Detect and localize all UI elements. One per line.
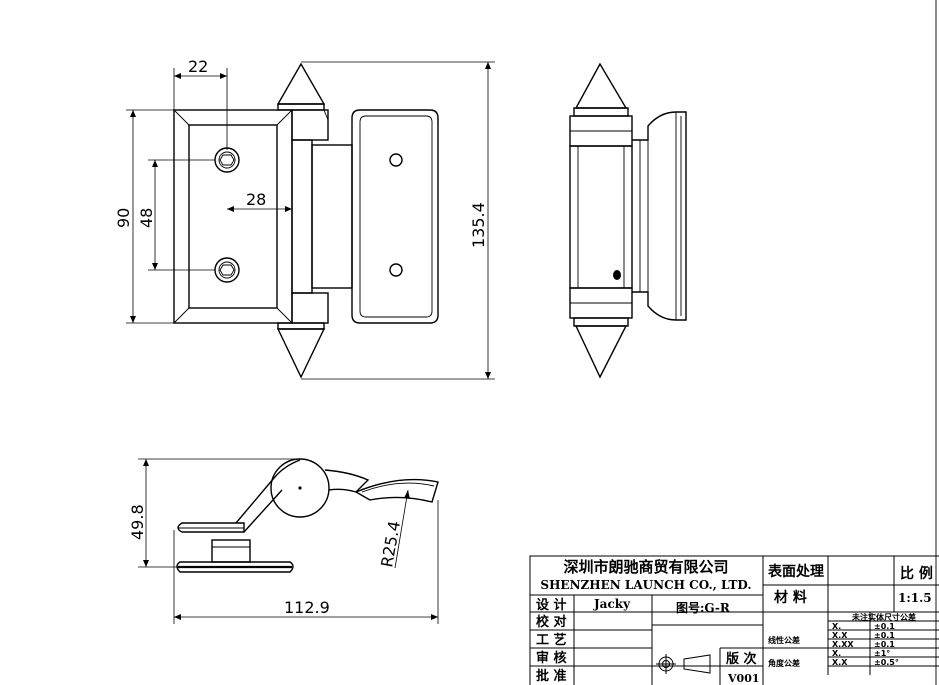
dim-label-r25-4: R25.4 [377, 519, 404, 568]
top-view: 49.8 R25.4 112.9 [128, 458, 439, 624]
surface-treatment-label: 表面处理 [767, 563, 824, 580]
scale-value: 1:1.5 [898, 591, 932, 605]
dimension-112-9: 112.9 [173, 500, 439, 624]
top-knuckle [270, 458, 330, 518]
top-base-plate [177, 522, 245, 533]
dimension-49-8: 49.8 [128, 458, 298, 568]
top-knuckle-cone [276, 62, 329, 141]
linear-tolerance-label: 线性公差 [768, 635, 800, 645]
tolerance-title: 未注实体尺寸公差 [851, 612, 916, 622]
linear-tol-value-1: ±0.1 [874, 622, 895, 631]
dimension-28: 28 [227, 190, 292, 212]
dim-label-135-4: 135.4 [469, 202, 488, 248]
side-pin-dot [613, 270, 621, 280]
angular-tolerance-label: 角度公差 [768, 658, 800, 668]
dim-label-90: 90 [114, 208, 133, 228]
screw-hole-upper [214, 147, 240, 173]
bottom-knuckle-cone [276, 292, 329, 379]
angular-tol-spec-2: X.X [832, 658, 848, 667]
side-bottom-cone [574, 325, 628, 379]
linear-tol-spec-2: X.X [832, 631, 848, 640]
angular-tol-value-2: ±0.5° [874, 658, 899, 667]
review-label: 审 核 [536, 650, 567, 666]
projection-symbol-icon [656, 654, 711, 674]
drawing-number: 图号:G-R [676, 600, 731, 615]
dimension-22: 22 [173, 57, 228, 150]
linear-tol-value-3: ±0.1 [874, 640, 895, 649]
dimension-90: 90 [114, 109, 174, 324]
dimension-48: 48 [137, 159, 215, 271]
dim-label-22: 22 [188, 57, 208, 76]
dim-label-49-8: 49.8 [128, 504, 147, 540]
dimension-135-4: 135.4 [301, 61, 495, 380]
company-name-en: SHENZHEN LAUNCH CO., LTD. [540, 578, 751, 592]
linear-tol-spec-1: X. [832, 622, 841, 631]
dim-label-28: 28 [246, 190, 266, 209]
approve-label: 批 准 [536, 668, 567, 684]
process-label: 工 艺 [536, 632, 567, 648]
front-wall-plate [173, 109, 293, 324]
dim-label-48: 48 [137, 208, 156, 228]
top-lever-arm [354, 478, 439, 503]
angular-tol-spec-1: X. [832, 649, 841, 658]
title-block: 深圳市朗驰商贸有限公司 SHENZHEN LAUNCH CO., LTD. 表面… [529, 555, 939, 685]
side-top-cone [574, 62, 628, 109]
side-view [569, 62, 687, 379]
dimension-r25-4: R25.4 [377, 489, 410, 569]
front-view: 22 90 48 28 [114, 57, 495, 380]
design-label: 设 计 [536, 597, 567, 613]
proofread-label: 校 对 [536, 614, 567, 630]
dim-label-112-9: 112.9 [284, 598, 330, 617]
linear-tol-spec-3: X.XX [832, 640, 854, 649]
angular-tol-value-1: ±1° [874, 649, 890, 658]
scale-label: 比 例 [900, 565, 933, 582]
designer-name: Jacky [593, 597, 631, 611]
version-label: 版 次 [726, 651, 757, 667]
screw-hole-lower [214, 257, 240, 283]
material-label: 材 料 [774, 589, 807, 606]
side-body [569, 145, 633, 289]
top-lower-clamp [176, 561, 294, 573]
linear-tol-value-2: ±0.1 [874, 631, 895, 640]
glass-clamp-plate [351, 109, 439, 324]
version-value: V001 [727, 672, 760, 685]
company-name-cn: 深圳市朗驰商贸有限公司 [563, 558, 728, 576]
